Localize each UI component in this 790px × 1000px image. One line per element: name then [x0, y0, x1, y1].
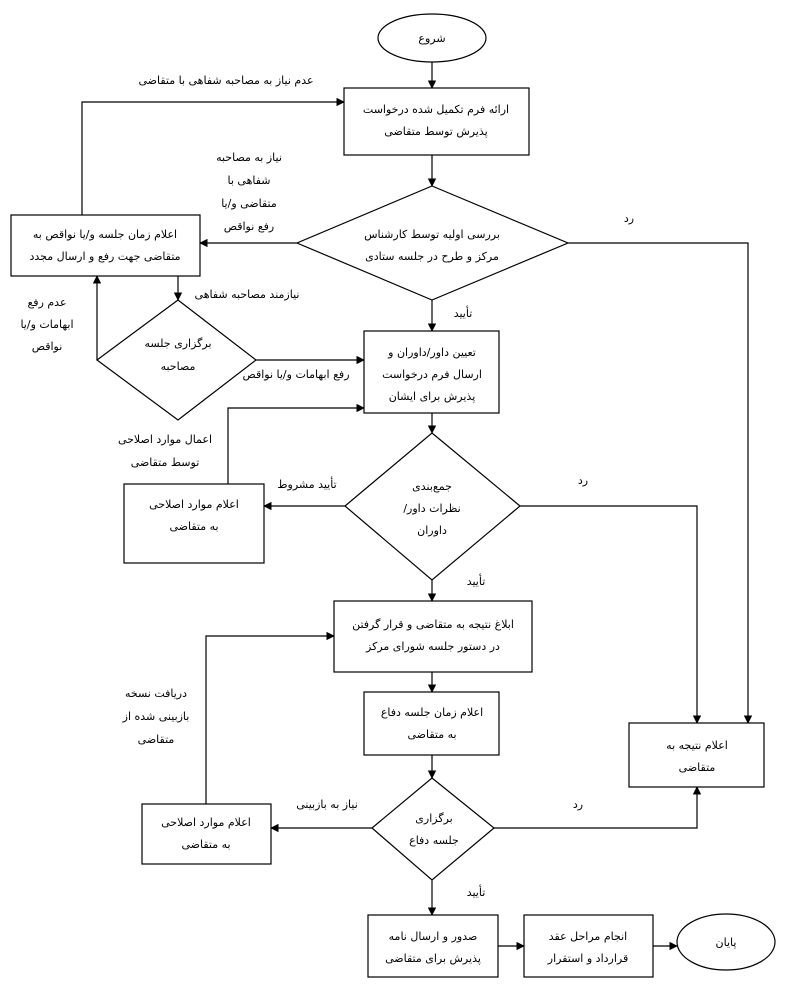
- node-initial-review-line-1: مرکز و طرح در جلسه ستادی: [365, 250, 499, 263]
- label-approve-3: تأیید: [467, 884, 486, 899]
- node-announce-defense-line-1: به متقاضی: [407, 728, 456, 741]
- label-not-resolved-1: ابهامات و/یا: [20, 318, 73, 331]
- label-not-resolved-2: نواقص: [32, 340, 63, 353]
- label-resolved: رفع ابهامات و/یا نواقص: [242, 368, 349, 381]
- label-receive-revised-2: متقاضی: [138, 733, 175, 746]
- node-summarize-line-1: نظرات داور/: [403, 502, 460, 515]
- node-corrections2-line-1: به متقاضی: [181, 838, 230, 851]
- node-hold-interview-line-1: مصاحبه: [161, 360, 196, 373]
- node-assign-referees-line-1: ارسال فرم درخواست: [382, 368, 482, 381]
- label-apply-corrections-0: اعمال موارد اصلاحی: [118, 433, 212, 446]
- label-needs-interview-2: نیازمند مصاحبه شفاهی: [195, 288, 300, 301]
- node-submit-form-line-0: ارائه فرم تکمیل شده درخواست: [363, 103, 509, 116]
- node-assign-referees-line-0: تعیین داور/داوران و: [387, 346, 476, 359]
- edge-corrections1-to-referees: [227, 403, 365, 484]
- edge-labels: عدم نیاز به مصاحبه شفاهی با متقاضی نیاز …: [20, 74, 634, 899]
- node-announce-corrections-2: اعلام موارد اصلاحی به متقاضی: [141, 803, 272, 865]
- node-announce-result-line-0: اعلام نتیجه به: [666, 739, 728, 752]
- label-apply-corrections-1: توسط متقاضی: [131, 456, 200, 469]
- node-start: شروع: [377, 13, 487, 63]
- label-need-interview-0: نیاز به مصاحبه: [216, 151, 282, 164]
- label-receive-revised-1: بازبینی شده از: [122, 710, 190, 723]
- edge-summarize-reject: [520, 505, 702, 724]
- node-issue-letter-line-0: صدور و ارسال نامه: [389, 930, 478, 943]
- node-hold-defense-line-0: برگزاری: [415, 812, 452, 825]
- node-start-line-0: شروع: [418, 32, 445, 45]
- node-announce-result: اعلام نتیجه به متقاضی: [628, 722, 765, 788]
- node-issue-letter-line-1: پذیرش برای متقاضی: [385, 952, 481, 965]
- label-approve-1: تأیید: [454, 305, 473, 320]
- label-need-interview-3: رفع نواقص: [224, 220, 274, 233]
- node-hold-defense-line-1: جلسه دفاع: [409, 834, 459, 847]
- node-submit-form: ارائه فرم تکمیل شده درخواست پذیرش توسط م…: [343, 87, 530, 156]
- node-contract-line-1: قرارداد و استقرار: [547, 952, 628, 965]
- node-end-line-0: پایان: [716, 936, 737, 949]
- node-corrections1-line-1: به متقاضی: [169, 520, 218, 533]
- node-announce-defense-line-0: اعلام زمان جلسه دفاع: [381, 706, 483, 719]
- node-notify-line-0: ابلاغ نتیجه به متقاضی و قرار گرفتن: [352, 618, 514, 631]
- node-contract: انجام مراحل عقد قرارداد و استقرار: [523, 914, 654, 978]
- label-conditional-approve: تأیید مشروط: [277, 476, 336, 491]
- node-announce-session-line-0: اعلام زمان جلسه و/یا نواقص به: [33, 228, 177, 241]
- label-reject-2: رد: [578, 474, 588, 487]
- node-summarize-line-0: جمع‌بندی: [412, 480, 452, 493]
- label-receive-revised-0: دریافت نسخه: [125, 687, 187, 700]
- node-issue-letter: صدور و ارسال نامه پذیرش برای متقاضی: [367, 914, 499, 978]
- label-need-interview-1: شفاهی با: [227, 174, 270, 187]
- node-summarize-opinions: جمع‌بندی نظرات داور/ داوران: [344, 432, 521, 581]
- node-initial-review: بررسی اولیه توسط کارشناس مرکز و طرح در ج…: [295, 185, 570, 301]
- node-assign-referees-line-2: پذیرش برای ایشان: [389, 390, 476, 403]
- node-hold-interview: برگزاری جلسه مصاحبه: [95, 299, 257, 421]
- edge-announce-session-to-submit: [81, 97, 345, 215]
- label-reject-1: رد: [624, 212, 634, 225]
- node-initial-review-line-0: بررسی اولیه توسط کارشناس: [364, 228, 500, 241]
- edges: [81, 62, 753, 951]
- node-corrections1-line-0: اعلام موارد اصلاحی: [149, 498, 239, 511]
- node-announce-defense: اعلام زمان جلسه دفاع به متقاضی: [363, 691, 500, 756]
- node-announce-corrections-1: اعلام موارد اصلاحی به متقاضی: [123, 483, 265, 564]
- node-corrections2-line-0: اعلام موارد اصلاحی: [161, 816, 251, 829]
- node-notify-line-1: در دستور جلسه شورای مرکز: [365, 640, 500, 653]
- label-needs-revision: نیاز به بازبینی: [296, 798, 358, 811]
- label-need-interview-2: متقاضی و/یا: [221, 197, 277, 210]
- edge-revised-to-notify: [205, 631, 335, 804]
- edge-defense-reject: [494, 786, 702, 829]
- node-end: پایان: [676, 913, 776, 971]
- node-summarize-line-2: داوران: [417, 524, 447, 537]
- node-announce-session: اعلام زمان جلسه و/یا نواقص به متقاضی جهت…: [10, 214, 201, 277]
- node-notify-result-council: ابلاغ نتیجه به متقاضی و قرار گرفتن در دس…: [333, 600, 533, 673]
- label-approve-2: تأیید: [467, 573, 486, 588]
- label-reject-3: رد: [573, 798, 583, 811]
- label-no-interview: عدم نیاز به مصاحبه شفاهی با متقاضی: [138, 74, 313, 87]
- node-hold-defense: برگزاری جلسه دفاع: [371, 777, 495, 881]
- edge-review-reject: [568, 242, 753, 724]
- node-contract-line-0: انجام مراحل عقد: [549, 930, 627, 943]
- node-announce-result-line-1: متقاضی: [679, 761, 716, 774]
- node-hold-interview-line-0: برگزاری جلسه: [144, 337, 211, 350]
- node-announce-session-line-1: متقاضی جهت رفع و ارسال مجدد: [29, 250, 180, 263]
- label-not-resolved-0: عدم رفع: [27, 296, 66, 309]
- node-submit-form-line-1: پذیرش توسط متقاضی: [384, 125, 487, 138]
- node-assign-referees: تعیین داور/داوران و ارسال فرم درخواست پذ…: [363, 330, 500, 414]
